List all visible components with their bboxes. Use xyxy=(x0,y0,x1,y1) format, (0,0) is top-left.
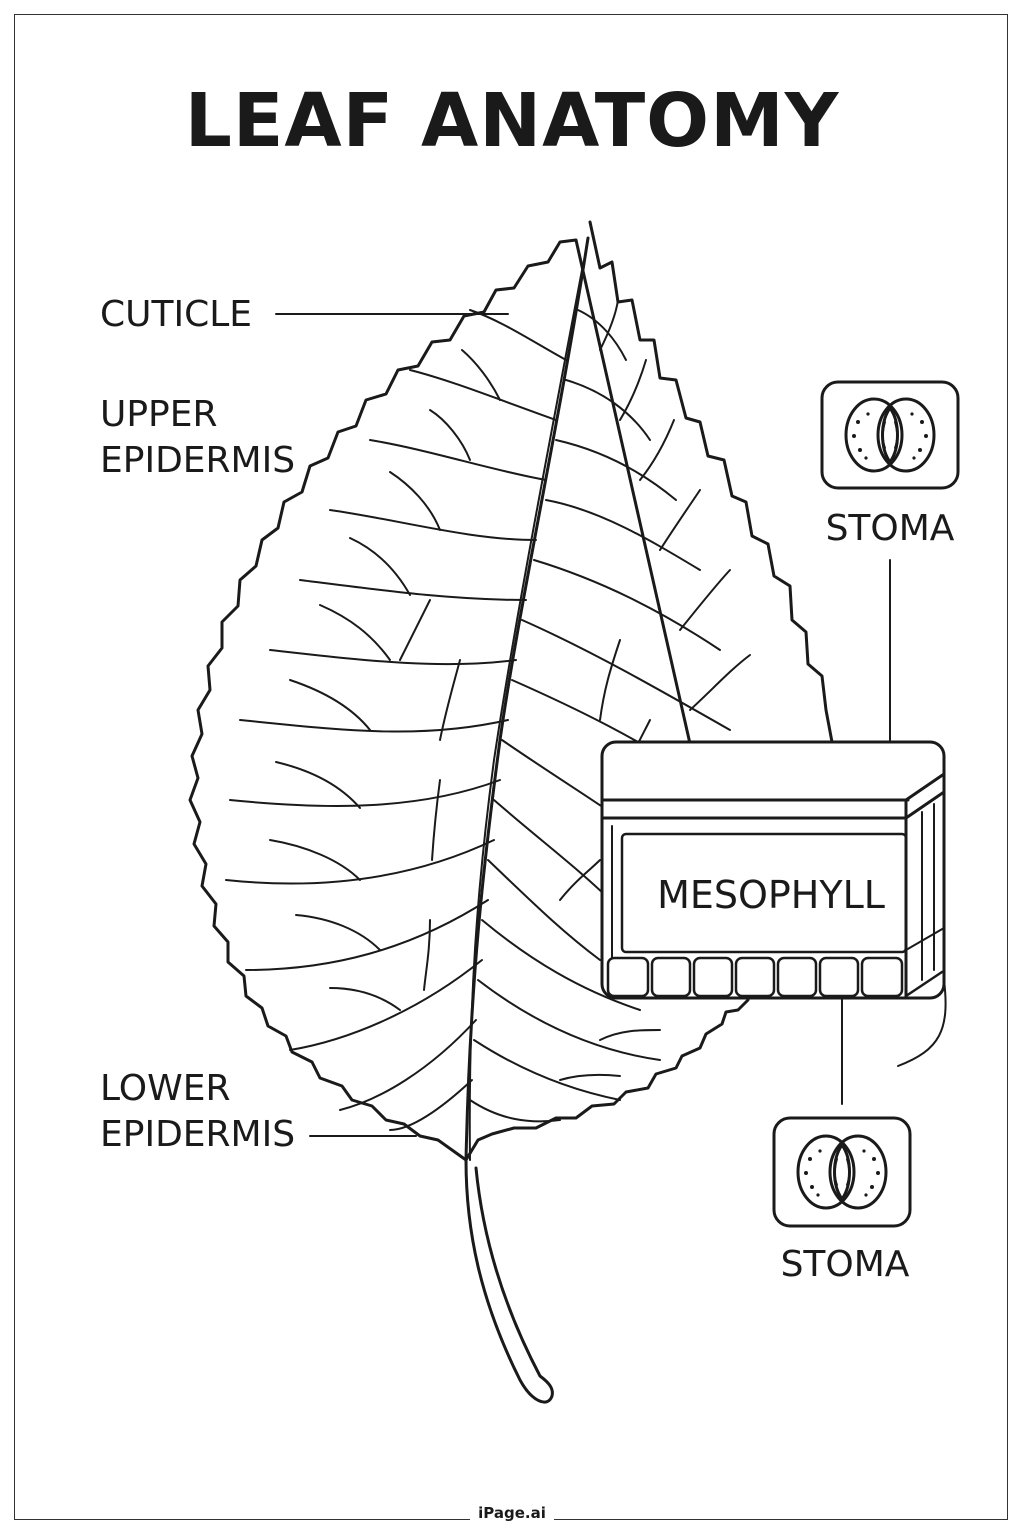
leaf-midrib-inner xyxy=(468,269,583,1161)
stoma-top-label: STOMA xyxy=(825,508,955,549)
block-top-bevel-2 xyxy=(904,790,946,820)
stoma-bottom-label: STOMA xyxy=(780,1244,910,1285)
leaf-veins-left xyxy=(225,309,567,1131)
upper-epidermis-label: UPPER EPIDERMIS xyxy=(100,394,296,481)
leaf-outline xyxy=(188,220,834,1162)
leader-lines xyxy=(275,313,947,1137)
leaf-midrib xyxy=(464,236,590,1162)
leaf-petiole xyxy=(464,1158,554,1404)
stoma-icon xyxy=(772,1116,912,1228)
guard-cell-left xyxy=(844,397,904,473)
chloroplast-dots xyxy=(804,1149,880,1197)
block-curve-leader xyxy=(897,979,947,1067)
guard-cell-right xyxy=(828,1134,888,1210)
leaf-illustration xyxy=(188,220,834,1404)
leaf-veins-right xyxy=(469,299,751,1123)
tissue-block-illustration xyxy=(600,740,946,1000)
mesophyll-inner-panel xyxy=(620,832,908,954)
footer-watermark: iPage.ai xyxy=(0,1504,1024,1522)
mesophyll-block-outline xyxy=(600,740,946,1000)
stoma-pore xyxy=(833,1143,851,1201)
mesophyll-label: MESOPHYLL xyxy=(657,873,885,917)
guard-cell-left xyxy=(796,1134,856,1210)
lower-epidermis-label: LOWER EPIDERMIS xyxy=(100,1068,296,1155)
cuticle-label: CUTICLE xyxy=(100,294,253,335)
footer-text: iPage.ai xyxy=(470,1504,554,1522)
chloroplast-dots xyxy=(852,412,928,460)
guard-cell-right xyxy=(876,397,936,473)
page-title: LEAF ANATOMY xyxy=(184,78,840,164)
block-top-bevel xyxy=(904,772,946,802)
lower-epidermis-cells xyxy=(606,956,944,998)
stoma-pore xyxy=(881,406,899,464)
stoma-icon xyxy=(820,380,960,490)
